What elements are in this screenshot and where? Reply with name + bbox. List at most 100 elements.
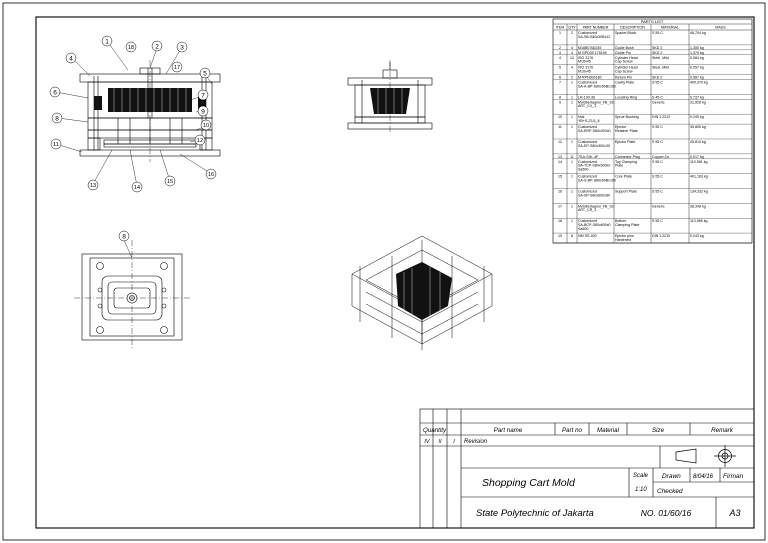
- parts-list-cell: 1: [571, 95, 573, 99]
- parts-list-cell: S 55 C: [652, 125, 663, 129]
- parts-list-cell: 4: [571, 46, 573, 50]
- parts-list-cell: 18: [558, 219, 562, 223]
- parts-list-cell: 7: [559, 81, 561, 85]
- front-view: [347, 60, 433, 132]
- balloon-18[interactable]: 18: [125, 41, 137, 53]
- parts-list-cell: 6: [559, 76, 561, 80]
- section-view-product: [94, 88, 206, 112]
- drawing-number: NO. 01/60/16: [641, 508, 692, 518]
- header-part-name: Part name: [494, 427, 523, 434]
- parts-list-cell: 1: [559, 31, 561, 35]
- balloon-14[interactable]: 14: [131, 181, 143, 193]
- balloon-17[interactable]: 17: [171, 61, 183, 73]
- parts-list-cell: 134,332 kg: [690, 190, 708, 194]
- balloon-9[interactable]: 9: [197, 105, 209, 117]
- parts-list-cell: Cavity Plate: [615, 81, 634, 85]
- parts-list-cell: 12: [570, 56, 574, 60]
- parts-list-cell: Spacer Block: [615, 31, 636, 35]
- parts-list-cell: 1: [571, 219, 573, 223]
- balloon-group: 1 2 3 4 5 6 7 8 9 10 11 12 13 14 15 16 1…: [49, 35, 217, 193]
- parts-list-cell: Support Plate: [615, 190, 637, 194]
- parts-list-cell: 35,805 kg: [690, 125, 706, 129]
- title-block-text: Quantity Part name Part no Material Size…: [423, 427, 744, 519]
- balloon-1-label: 1: [105, 38, 109, 45]
- parts-list-cell: 1: [571, 204, 573, 208]
- parts-list-cell: 110,981 kg: [690, 160, 708, 164]
- balloon-11-label: 11: [53, 142, 59, 148]
- parts-list-cell: 75-b-S/6-.4F: [578, 155, 599, 159]
- balloon-10[interactable]: 10: [200, 119, 212, 131]
- balloon-1[interactable]: 1: [101, 35, 113, 47]
- balloon-4[interactable]: 4: [65, 52, 77, 64]
- plan-view-balloon-label: 8: [122, 233, 126, 240]
- parts-list-cell: Locating Ring: [615, 95, 637, 99]
- drawing-title: Shopping Cart Mold: [482, 477, 576, 489]
- balloon-5-label: 5: [203, 70, 207, 77]
- parts-list-cell: SKD 2: [652, 76, 662, 80]
- parts-list-cell: 1: [571, 100, 573, 104]
- plan-view-balloon[interactable]: 8: [118, 230, 130, 242]
- revision-label: Revision: [464, 439, 488, 445]
- balloon-11[interactable]: 11: [50, 138, 62, 150]
- parts-list-cell: Core Plate: [615, 175, 632, 179]
- projection-symbol-icon: [675, 445, 736, 467]
- balloon-4-label: 4: [69, 55, 73, 62]
- parts-list-cell: 4: [571, 51, 573, 55]
- parts-list-cell: 11: [558, 125, 562, 129]
- parts-list-cell: Copper,Cu: [652, 155, 669, 159]
- parts-list-cell: Generic: [652, 100, 665, 104]
- balloon-8-label: 8: [55, 115, 59, 122]
- scale-value: 1:10: [635, 487, 647, 493]
- balloon-12[interactable]: 12: [194, 134, 206, 146]
- parts-list-header-cell: DESCRIPTION: [620, 26, 645, 30]
- parts-list-cell: 0,017 kg: [690, 155, 704, 159]
- parts-list-cell: S 55 C: [652, 31, 663, 35]
- parts-list-cell: Generic: [652, 204, 665, 208]
- parts-list-cell: 1,350 kg: [690, 46, 704, 50]
- balloon-5[interactable]: 5: [199, 67, 211, 79]
- parts-list-cell: 16: [558, 190, 562, 194]
- balloon-7[interactable]: 7: [197, 89, 209, 101]
- balloon-16[interactable]: 16: [205, 168, 217, 180]
- balloon-15[interactable]: 15: [164, 175, 176, 187]
- balloon-leaders: [55, 40, 213, 187]
- balloon-9-label: 9: [201, 108, 205, 115]
- balloon-6[interactable]: 6: [49, 86, 61, 98]
- parts-list-cell: Steel, Mild: [652, 56, 669, 60]
- parts-list-cell: 31,928 kg: [690, 100, 706, 104]
- balloon-8[interactable]: 8: [51, 112, 63, 124]
- parts-list-cell: 3: [559, 51, 561, 55]
- balloon-13[interactable]: 13: [87, 179, 99, 191]
- parts-list-cell: SKD 2: [652, 51, 662, 55]
- balloon-17-label: 17: [174, 65, 180, 71]
- balloon-7-label: 7: [201, 92, 205, 99]
- parts-list-cell: S 55 C: [652, 219, 663, 223]
- header-material: Material: [597, 427, 620, 434]
- balloon-2[interactable]: 2: [151, 40, 163, 52]
- balloon-3-label: 3: [180, 44, 184, 51]
- balloon-18-label: 18: [128, 45, 134, 51]
- parts-list-cell: 1: [571, 81, 573, 85]
- parts-list-cell: 14: [558, 160, 562, 164]
- revision-col-2: II: [438, 439, 442, 445]
- balloon-3[interactable]: 3: [176, 41, 188, 53]
- parts-list-cell: 401,163 kg: [690, 175, 708, 179]
